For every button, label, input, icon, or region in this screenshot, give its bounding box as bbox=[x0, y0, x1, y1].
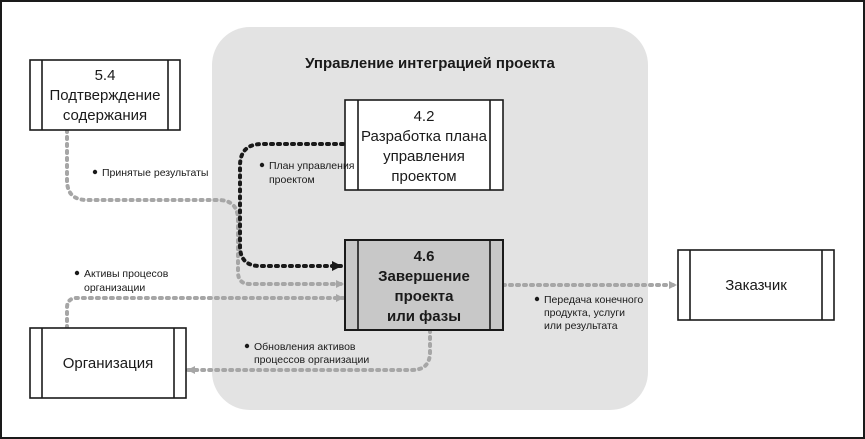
label-accepted-results: Принятые результаты bbox=[92, 167, 208, 179]
node-plan-line-4: проектом bbox=[391, 168, 456, 185]
node-scope-line-2: Подтверждение bbox=[49, 87, 160, 104]
node-scope-line-1: 5.4 bbox=[95, 67, 116, 84]
label-transfer-line-1: Передача конечного bbox=[544, 294, 643, 306]
node-customer[interactable]: Заказчик bbox=[677, 249, 835, 321]
node-organization-label: Организация bbox=[63, 355, 153, 372]
integration-group-title: Управление интеграцией проекта bbox=[305, 55, 555, 72]
node-close-line-2: Завершение bbox=[378, 268, 470, 285]
node-scope-line-3: содержания bbox=[63, 107, 147, 124]
flow-org-assets-line bbox=[65, 294, 345, 330]
node-close-line-1: 4.6 bbox=[414, 248, 435, 265]
label-transfer-line-3: или результата bbox=[544, 320, 618, 332]
label-assets-line-1: Активы процесов bbox=[84, 268, 169, 280]
node-plan-line-1: 4.2 bbox=[414, 108, 435, 125]
node-scope-verification[interactable]: 5.4 Подтверждение содержания bbox=[29, 59, 181, 131]
flow-asset-updates-line bbox=[186, 328, 432, 374]
label-updates-line-1: Обновления активов bbox=[254, 341, 356, 353]
label-org-assets: Активы процесов организации bbox=[74, 268, 169, 294]
node-close-line-4: или фазы bbox=[387, 308, 461, 325]
node-close-line-3: проекта bbox=[395, 288, 455, 305]
label-assets-line-2: организации bbox=[84, 282, 145, 294]
node-organization[interactable]: Организация bbox=[29, 327, 187, 399]
label-accepted-line-1: Принятые результаты bbox=[102, 167, 208, 179]
node-plan-line-2: Разработка плана bbox=[361, 128, 488, 145]
integration-group-panel bbox=[212, 27, 648, 410]
label-pm-plan: План управления проектом bbox=[259, 160, 355, 186]
node-develop-pm-plan[interactable]: 4.2 Разработка плана управления проектом bbox=[344, 99, 504, 191]
label-pm-plan-line-2: проектом bbox=[269, 174, 315, 186]
label-transfer-line-2: продукта, услуги bbox=[544, 307, 625, 319]
label-pm-plan-line-1: План управления bbox=[269, 160, 355, 172]
label-asset-updates: Обновления активов процессов организации bbox=[244, 341, 369, 366]
node-customer-label: Заказчик bbox=[725, 277, 787, 294]
flow-accepted-results-line bbox=[65, 128, 345, 288]
label-updates-line-2: процессов организации bbox=[254, 354, 369, 366]
flow-pm-plan-line bbox=[238, 142, 345, 271]
label-transfer: Передача конечного продукта, услуги или … bbox=[534, 294, 643, 332]
node-close-project[interactable]: 4.6 Завершение проекта или фазы bbox=[344, 239, 504, 331]
node-plan-line-3: управления bbox=[383, 148, 465, 165]
